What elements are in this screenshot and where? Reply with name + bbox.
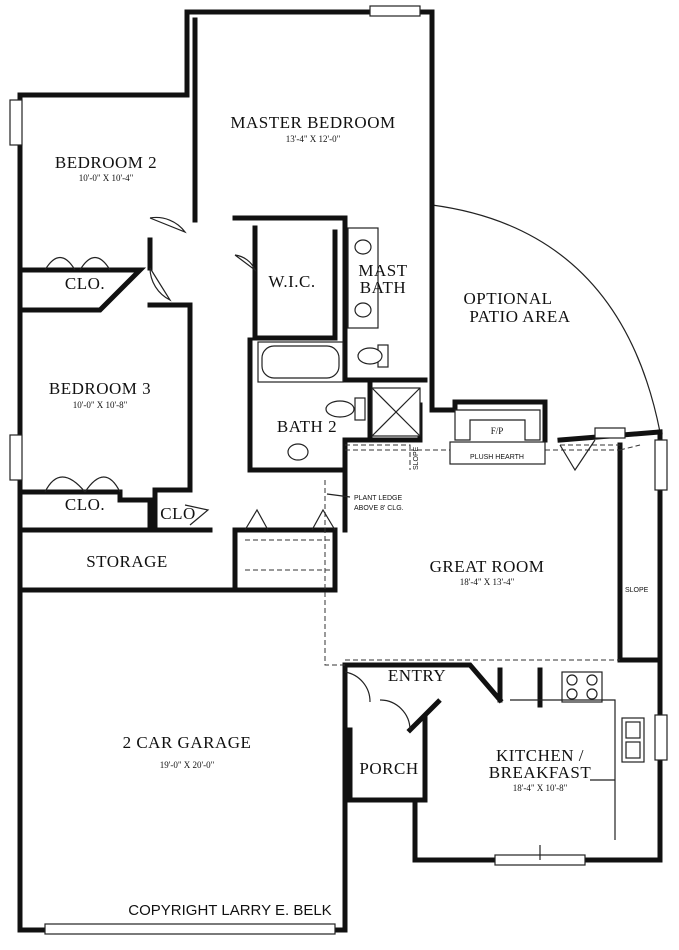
kitchen-name-line1: KITCHEN /	[496, 746, 584, 765]
wic-label: W.I.C.	[268, 272, 315, 291]
fireplace-label: F/P	[491, 426, 504, 436]
garage-dims: 19'-0" X 20'-0"	[160, 760, 215, 770]
bedroom2-dims: 10'-0" X 10'-4"	[79, 173, 134, 183]
optional-patio-line1: OPTIONAL	[464, 289, 553, 308]
plant-ledge-line2: ABOVE 8' CLG.	[354, 505, 404, 512]
storage-label: STORAGE	[86, 552, 168, 571]
bedroom3-name: BEDROOM 3	[49, 379, 151, 398]
doors	[44, 216, 596, 731]
entry-label: ENTRY	[388, 666, 446, 685]
closet-lower-label: CLO.	[65, 495, 105, 514]
room-labels: MASTER BEDROOM 13'-4" X 12'-0" BEDROOM 2…	[49, 113, 649, 919]
bath2-label: BATH 2	[277, 417, 337, 436]
master-bedroom-name: MASTER BEDROOM	[230, 113, 395, 132]
slope-left-label: SLOPE	[413, 446, 420, 470]
optional-patio-outline	[431, 204, 661, 433]
plush-hearth-label: PLUSH HEARTH	[470, 454, 524, 461]
plant-ledge-line1: PLANT LEDGE	[354, 495, 402, 502]
ceiling-lines	[324, 444, 641, 666]
copyright-notice: COPYRIGHT LARRY E. BELK	[128, 902, 331, 919]
master-bedroom-dims: 13'-4" X 12'-0"	[286, 134, 341, 144]
mast-bath-line2: BATH	[360, 278, 406, 297]
kitchen-name-line2: BREAKFAST	[489, 763, 592, 782]
kitchen-dims: 18'-4" X 10'-8"	[513, 783, 568, 793]
optional-patio-line2: PATIO AREA	[469, 307, 570, 326]
mast-bath-line1: MAST	[358, 261, 407, 280]
great-room-dims: 18'-4" X 13'-4"	[460, 577, 515, 587]
porch-label: PORCH	[359, 759, 418, 778]
closet-upper-label: CLO.	[65, 274, 105, 293]
bedroom3-dims: 10'-0" X 10'-8"	[73, 400, 128, 410]
garage-name: 2 CAR GARAGE	[123, 733, 252, 752]
bedroom2-name: BEDROOM 2	[55, 153, 157, 172]
great-room-name: GREAT ROOM	[430, 557, 545, 576]
fixtures	[245, 227, 645, 860]
slope-right-label: SLOPE	[625, 587, 649, 594]
closet-hall-label: CLO	[160, 504, 196, 523]
